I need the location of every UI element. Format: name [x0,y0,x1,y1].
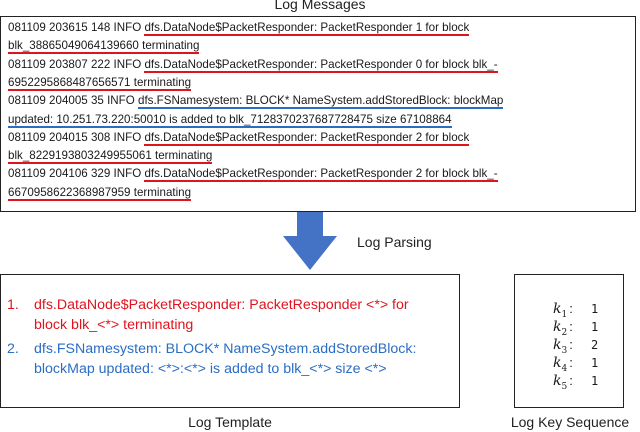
log-line-prefix: 081109 204106 329 INFO [8,167,145,181]
key-sequence-row: k1:1 [553,301,599,320]
log-line-content: dfs.DataNode$PacketResponder: PacketResp… [144,167,498,183]
log-key-index: 1 [561,309,568,320]
template-text: block blk_<*> terminating [34,317,194,333]
log-line: 081109 204106 329 INFO dfs.DataNode$Pack… [8,167,498,183]
log-key-label: k3 [553,337,568,356]
template-line: 2. dfs.FSNamesystem: BLOCK* NameSystem.ad… [7,339,416,359]
template-text: dfs.FSNamesystem: BLOCK* NameSystem.addS… [34,341,417,357]
log-key-count: 1 [591,302,599,316]
log-template-box: 1. dfs.DataNode$PacketResponder: PacketRe… [0,274,460,408]
log-template-title: Log Template [188,414,272,430]
log-key-sequence-title: Log Key Sequence [510,414,630,430]
log-line: updated: 10.251.73.220:50010 is added to… [8,112,452,128]
log-line-prefix: 081109 204005 35 INFO [8,94,138,108]
log-key-label: k1 [553,301,568,320]
log-key-symbol: k [553,319,562,335]
log-line-content: blk_8229193803249955061 terminating [8,149,213,165]
log-key-index: 4 [561,363,568,374]
log-line-content: dfs.FSNamesystem: BLOCK* NameSystem.addS… [138,94,504,110]
log-line-content: updated: 10.251.73.220:50010 is added to… [8,112,452,128]
template-line: 1. dfs.DataNode$PacketResponder: PacketRe… [7,295,409,315]
log-key-count: 2 [591,338,599,352]
template-line: block blk_<*> terminating [7,315,193,335]
log-line: 6952295868487656571 terminating [8,75,192,91]
log-line: 081109 204005 35 INFO dfs.FSNamesystem: … [8,94,504,110]
log-line-prefix: 081109 204015 308 INFO [8,130,145,144]
log-line-content: 6952295868487656571 terminating [8,75,192,91]
log-line-content: dfs.DataNode$PacketResponder: PacketResp… [144,57,498,73]
log-key-symbol: k [553,373,562,389]
log-line-content: dfs.DataNode$PacketResponder: PacketResp… [144,130,470,146]
log-key-symbol: k [553,301,562,317]
template-text: blockMap updated: <*>:<*> is added to bl… [34,361,387,377]
log-line: 081109 203615 148 INFO dfs.DataNode$Pack… [8,21,470,36]
log-line-content: blk_38865049064139660 terminating [8,39,200,55]
key-sequence-row: k5:1 [553,373,599,392]
template-number: 2. [7,341,19,357]
template-number: 1. [7,297,19,313]
log-messages-box: 081109 203615 148 INFO dfs.DataNode$Pack… [0,16,636,212]
log-key-count: 1 [591,320,599,334]
log-line-prefix: 081109 203615 148 INFO [8,21,145,34]
log-messages-title: Log Messages [274,0,366,12]
log-key-count: 1 [591,356,599,370]
log-line-content: 6670958622368987959 terminating [8,185,192,201]
log-line: 081109 203807 222 INFO dfs.DataNode$Pack… [8,57,498,73]
log-line-prefix: 081109 203807 222 INFO [8,57,145,71]
log-key-count: 1 [591,374,599,388]
key-sequence-row: k2:1 [553,319,599,338]
log-key-label: k5 [553,373,568,392]
log-key-label: k4 [553,355,568,374]
template-line: blockMap updated: <*>:<*> is added to bl… [7,359,387,379]
log-key-symbol: k [553,337,562,353]
key-sequence-row: k3:2 [553,337,599,356]
key-sequence-row: k4:1 [553,355,599,374]
log-key-index: 3 [561,345,568,356]
log-parsing-label: Log Parsing [357,234,432,250]
log-key-index: 2 [561,327,568,338]
log-key-label: k2 [553,319,568,338]
log-line: 6670958622368987959 terminating [8,185,192,201]
log-line: blk_8229193803249955061 terminating [8,149,213,165]
log-key-index: 5 [561,381,568,392]
log-line-content: dfs.DataNode$PacketResponder: PacketResp… [144,21,470,36]
template-text: dfs.DataNode$PacketResponder: PacketResp… [34,297,409,313]
log-line: blk_38865049064139660 terminating [8,39,200,55]
log-line: 081109 204015 308 INFO dfs.DataNode$Pack… [8,130,470,146]
down-arrow-icon [283,212,337,270]
log-key-symbol: k [553,355,562,371]
